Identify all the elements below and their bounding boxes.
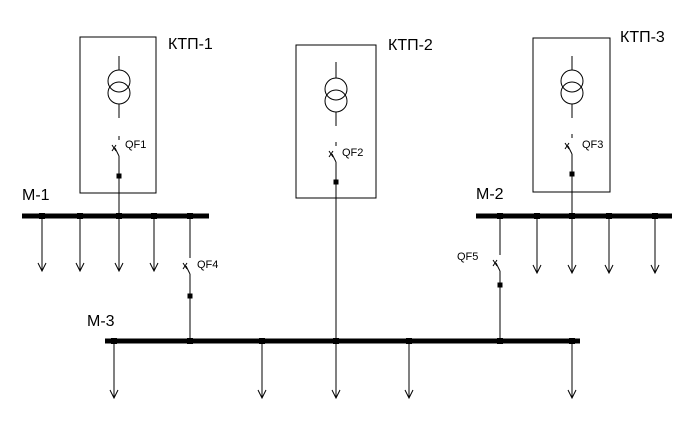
busbar-m-3: М-3 (87, 313, 580, 400)
qf5-label: QF5 (457, 251, 478, 263)
qf2-breaker-icon (328, 142, 339, 341)
qf3-label: QF3 (582, 139, 603, 151)
ktp-2-transformer-icon (324, 62, 348, 126)
m-1-outgoing-feeders (37, 213, 193, 273)
ktp-1-label: КТП-1 (168, 36, 213, 53)
qf3-breaker-icon (564, 134, 575, 216)
ktp-1-enclosure (79, 36, 157, 194)
ktp-3-transformer-icon (560, 56, 584, 118)
substation-ktp-2: КТП-2 QF2 (295, 37, 433, 341)
ktp-3-label: КТП-3 (620, 29, 665, 46)
qf4-tie-breaker: QF4 (182, 216, 218, 341)
m-3-label: М-3 (87, 313, 115, 330)
m-3-outgoing-feeders (109, 338, 577, 400)
qf4-label: QF4 (197, 259, 218, 271)
qf2-label: QF2 (342, 147, 363, 159)
m-2-label: М-2 (476, 186, 504, 203)
busbar-m-2: М-2 (476, 186, 672, 275)
busbar-m-1: М-1 (22, 187, 209, 273)
ktp-2-label: КТП-2 (388, 37, 433, 54)
ktp-1-transformer-icon (107, 56, 131, 118)
m-2-outgoing-feeders (497, 213, 660, 275)
m-1-label: М-1 (22, 187, 50, 204)
substation-ktp-1: КТП-1 QF1 (79, 36, 213, 216)
qf1-breaker-icon (111, 136, 122, 216)
qf5-tie-breaker: QF5 (457, 216, 503, 341)
substation-ktp-3: КТП-3 QF3 (532, 29, 665, 216)
qf1-label: QF1 (125, 139, 146, 151)
